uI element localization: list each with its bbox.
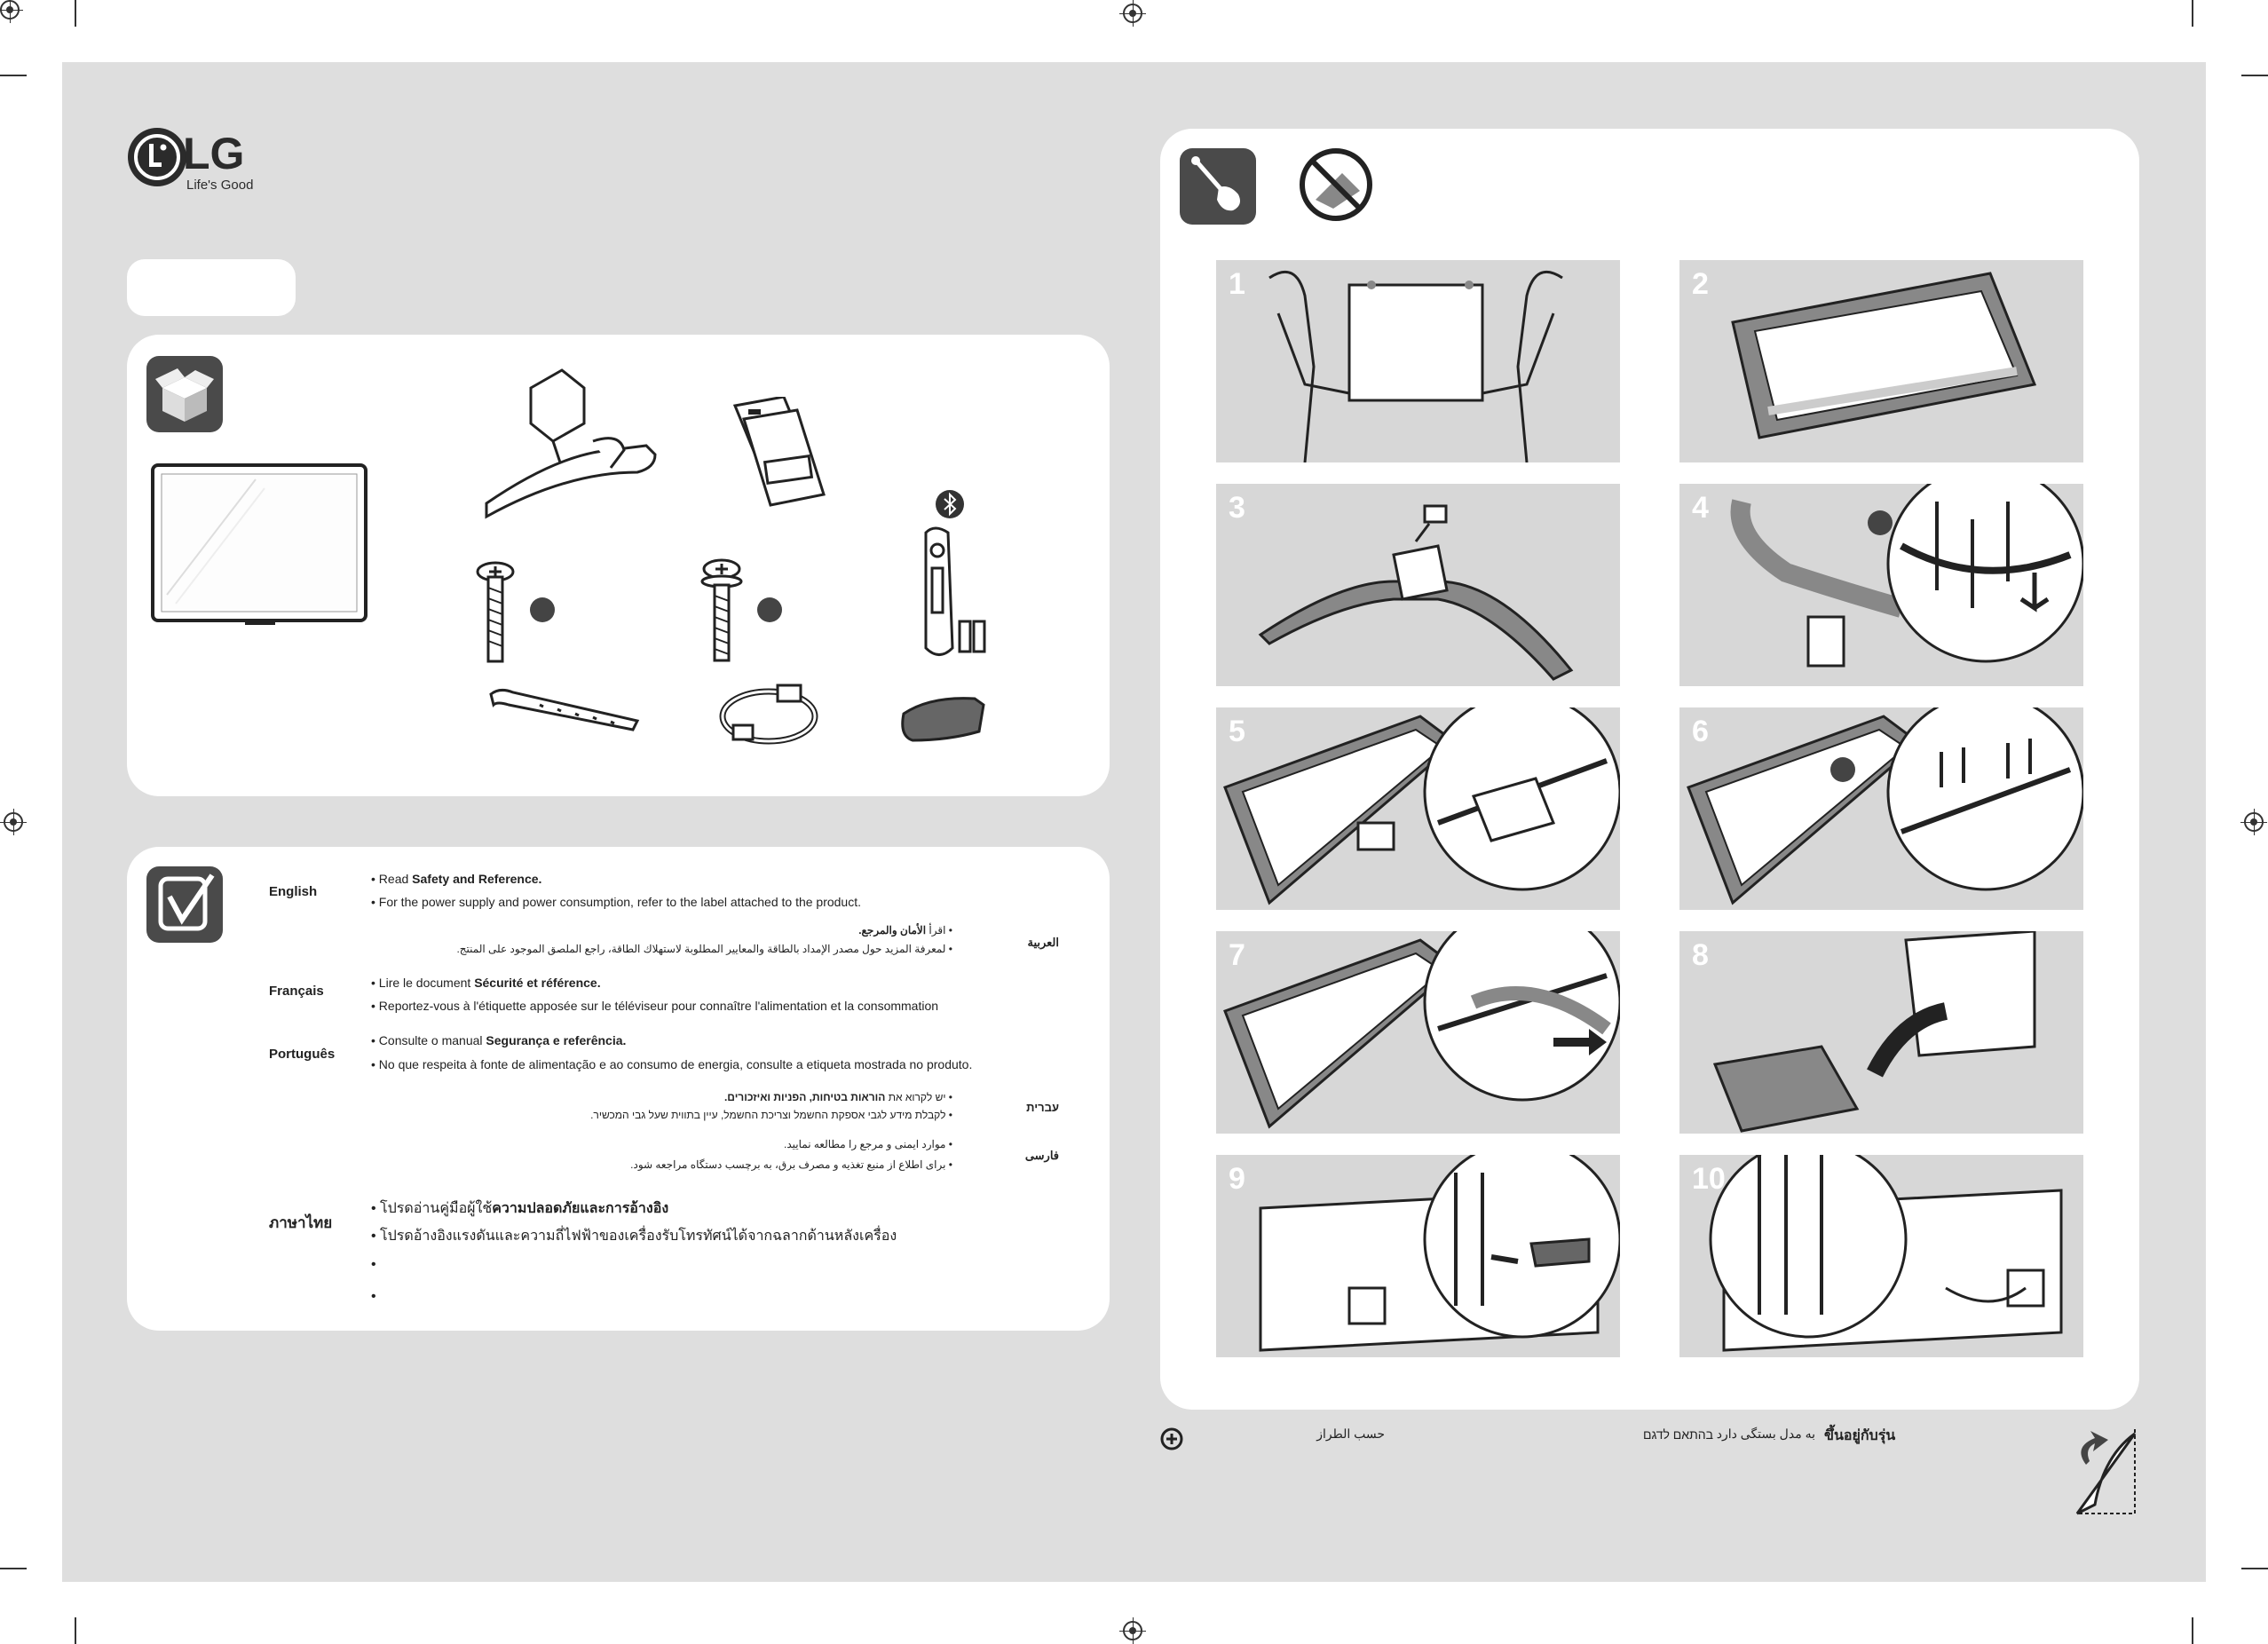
step-number: 3 bbox=[1229, 491, 1245, 525]
step-number: 1 bbox=[1229, 267, 1245, 301]
cable-tie-icon bbox=[489, 688, 640, 731]
lg-logo: LG Life's Good bbox=[126, 124, 304, 195]
crop-mark bbox=[2192, 1617, 2193, 1644]
page-turn-icon bbox=[2075, 1429, 2137, 1515]
crop-mark bbox=[2241, 1568, 2268, 1569]
thai-line-4: • bbox=[371, 1289, 376, 1304]
remote-control-icon bbox=[924, 526, 986, 656]
registration-mark-icon bbox=[1119, 1617, 1146, 1644]
title-tab bbox=[127, 259, 296, 316]
screw-b-badge bbox=[757, 597, 782, 622]
lang-label-arabic: العربية bbox=[1027, 936, 1059, 949]
step-9-panel: 9 bbox=[1216, 1155, 1620, 1357]
lang-label-french: Français bbox=[269, 984, 324, 999]
step-8-panel: 8 bbox=[1679, 931, 2083, 1134]
crop-mark bbox=[75, 0, 76, 27]
lang-label-persian: فارسی bbox=[1024, 1149, 1059, 1162]
screw-a-badge bbox=[1868, 510, 1893, 535]
step-number: 7 bbox=[1229, 938, 1245, 972]
crop-mark bbox=[0, 1568, 27, 1569]
screwdriver-icon bbox=[1180, 148, 1256, 225]
lang-label-portuguese: Português bbox=[269, 1047, 336, 1062]
step-number: 10 bbox=[1692, 1162, 1726, 1196]
box-contents-icon bbox=[146, 356, 223, 432]
checklist-icon bbox=[146, 866, 223, 943]
lang-label-thai: ภาษาไทย bbox=[269, 1214, 333, 1231]
footer-note-thai: ขึ้นอยู่กับรุ่น bbox=[1824, 1428, 1896, 1443]
step-number: 6 bbox=[1692, 715, 1709, 748]
cable-cover-icon bbox=[901, 697, 985, 742]
screw-a-badge bbox=[530, 597, 555, 622]
arabic-line-2: • لمعرفة المزيد حول مصدر الإمداد بالطاقة… bbox=[456, 943, 952, 955]
logo-tagline: Life's Good bbox=[186, 178, 254, 193]
registration-mark-icon bbox=[0, 0, 23, 23]
manual-icon bbox=[732, 397, 826, 507]
crop-mark bbox=[75, 1617, 76, 1644]
safety-notes-card: English • Read Safety and Reference. • F… bbox=[127, 847, 1110, 1331]
step-number: 4 bbox=[1692, 491, 1709, 525]
step-7-panel: 7 bbox=[1216, 931, 1620, 1134]
arabic-line-1: • اقرأ الأمان والمرجع. bbox=[858, 924, 952, 937]
step-3-panel: 3 bbox=[1216, 484, 1620, 686]
hebrew-line-1: • יש לקרוא את הוראות בטיחות, הפניות ואיז… bbox=[723, 1091, 952, 1103]
step-10-panel: 10 bbox=[1679, 1155, 2083, 1357]
crop-mark bbox=[0, 75, 27, 76]
step-6-panel: 6 bbox=[1679, 707, 2083, 910]
registration-mark-icon bbox=[0, 809, 27, 835]
assembly-card: 1 2 3 4 bbox=[1160, 129, 2139, 1410]
registration-mark-icon bbox=[2240, 809, 2267, 835]
screw-b-icon bbox=[700, 558, 743, 662]
screw-b-badge bbox=[1830, 757, 1855, 782]
step-1-panel: 1 bbox=[1216, 260, 1620, 462]
footer-note-arabic: حسب الطراز bbox=[1316, 1427, 1385, 1441]
lg-logo-icon bbox=[128, 128, 186, 186]
registration-mark-icon bbox=[1119, 0, 1146, 27]
step-2-panel: 2 bbox=[1679, 260, 2083, 462]
hebrew-line-2: • לקבלת מידע לגבי אספקת החשמל וצריכת החש… bbox=[590, 1109, 952, 1121]
crop-mark bbox=[2241, 75, 2268, 76]
thai-line-3: • bbox=[371, 1257, 376, 1272]
step-number: 9 bbox=[1229, 1162, 1245, 1196]
bluetooth-icon bbox=[936, 490, 964, 518]
thai-line-2: • โปรดอ้างอิงแรงดันและความถี่ไฟฟ้าของเคร… bbox=[371, 1229, 897, 1244]
english-line-2: • For the power supply and power consump… bbox=[371, 895, 862, 909]
step-number: 2 bbox=[1692, 267, 1709, 301]
step-5-panel: 5 bbox=[1216, 707, 1620, 910]
power-cable-icon bbox=[719, 684, 818, 745]
step-4-panel: 4 bbox=[1679, 484, 2083, 686]
french-line-1: • Lire le document Sécurité et référence… bbox=[371, 976, 601, 990]
logo-text: LG bbox=[183, 129, 245, 178]
screw-a-icon bbox=[476, 561, 515, 663]
step-number: 8 bbox=[1692, 938, 1709, 972]
crop-mark bbox=[2192, 0, 2193, 27]
persian-line-2: • برای اطلاع از منبع تغذیه و مصرف برق، ب… bbox=[630, 1158, 952, 1171]
english-line-1: • Read Safety and Reference. bbox=[371, 872, 542, 886]
tv-illustration bbox=[151, 463, 367, 625]
persian-line-1: • موارد ایمنی و مرجع را مطالعه نمایید. bbox=[784, 1138, 952, 1150]
footer-note-persian: به مدل بستگی دارد bbox=[1716, 1427, 1815, 1441]
no-sharp-surface-icon bbox=[1300, 148, 1372, 221]
french-line-2: • Reportez-vous à l'étiquette apposée su… bbox=[371, 999, 939, 1013]
portuguese-line-2: • No que respeita à fonte de alimentação… bbox=[371, 1057, 973, 1071]
components-card bbox=[127, 335, 1110, 796]
step-number: 5 bbox=[1229, 715, 1245, 748]
footer-note-hebrew: בהתאם לדגם bbox=[1643, 1427, 1713, 1442]
lang-label-english: English bbox=[269, 884, 318, 899]
stand-illustration bbox=[485, 368, 657, 519]
lang-label-hebrew: עברית bbox=[1026, 1101, 1059, 1114]
plus-icon bbox=[1160, 1427, 1183, 1450]
portuguese-line-1: • Consulte o manual Segurança e referênc… bbox=[371, 1033, 627, 1047]
thai-line-1: • โปรดอ่านคู่มือผู้ใช้ความปลอดภัยและการอ… bbox=[371, 1201, 669, 1216]
